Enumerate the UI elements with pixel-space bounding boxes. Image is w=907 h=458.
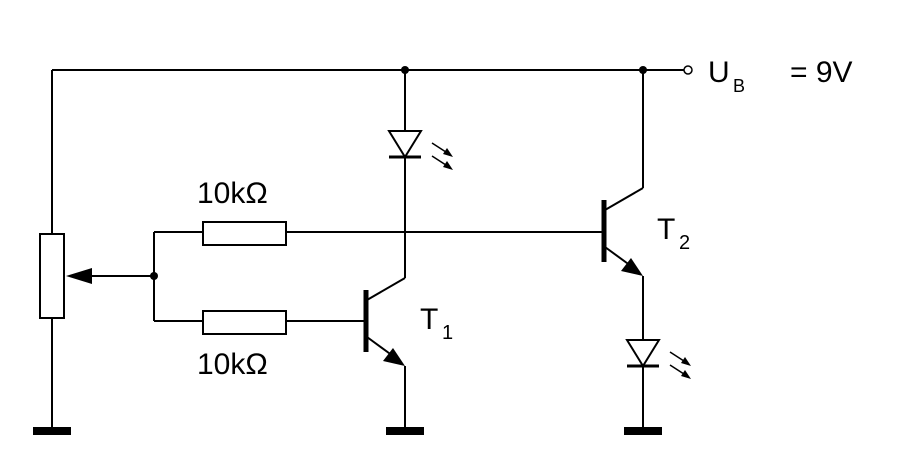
supply-symbol: U [708,56,730,89]
t1-label: T [420,303,438,336]
t2-subscript: 2 [679,232,690,254]
wiper-arrow-icon [66,268,92,284]
supply-terminal [683,65,693,75]
resistor-bottom-label: 10kΩ [197,348,268,381]
ground-symbols [33,427,662,435]
supply-value: = 9V [790,56,853,89]
t1-subscript: 1 [442,322,453,344]
resistor-top-label: 10kΩ [197,177,268,210]
led-2 [625,339,691,430]
ground-icon [624,427,662,435]
transistor-t2: T 2 [601,70,690,340]
resistor-bottom: 10kΩ [154,310,365,381]
t2-label: T [657,213,675,246]
light-emission-icon [669,351,691,379]
potentiometer [39,232,158,321]
transistor-t1: T 1 [363,277,453,430]
ground-icon [33,427,71,435]
supply-rail [51,65,693,430]
emitter-arrow-icon [383,348,405,366]
emitter-arrow-icon [621,258,643,276]
ground-icon [386,427,424,435]
supply-label: U B = 9V [708,56,853,96]
supply-subscript: B [733,76,745,96]
led-1 [387,70,453,278]
light-emission-icon [431,142,453,170]
resistor-top: 10kΩ [154,177,603,246]
